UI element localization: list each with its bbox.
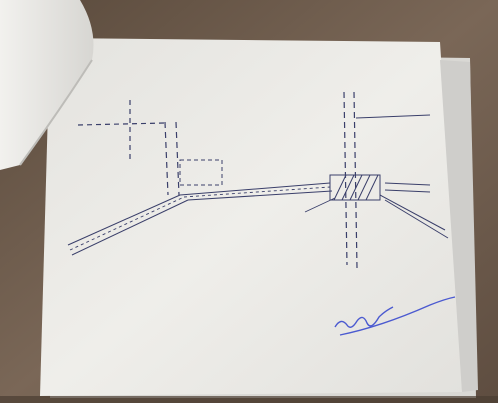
sketch-vertical-lines (164, 121, 180, 196)
sketch-junction (329, 174, 381, 201)
sketch-crosshair (77, 100, 166, 160)
bottom-shadow (0, 396, 498, 403)
sketch-road (67, 182, 449, 256)
sketch-pointer (355, 114, 431, 119)
sketch-road-dashes (69, 186, 331, 251)
sketch-arrow (304, 197, 336, 213)
folded-page (0, 0, 94, 170)
sketch-box (179, 159, 223, 186)
fold-shadow (19, 59, 93, 166)
sketch-right-columns (343, 91, 358, 269)
signature (334, 296, 456, 336)
paper-sheet (40, 38, 462, 396)
stacked-sheets (440, 60, 478, 392)
